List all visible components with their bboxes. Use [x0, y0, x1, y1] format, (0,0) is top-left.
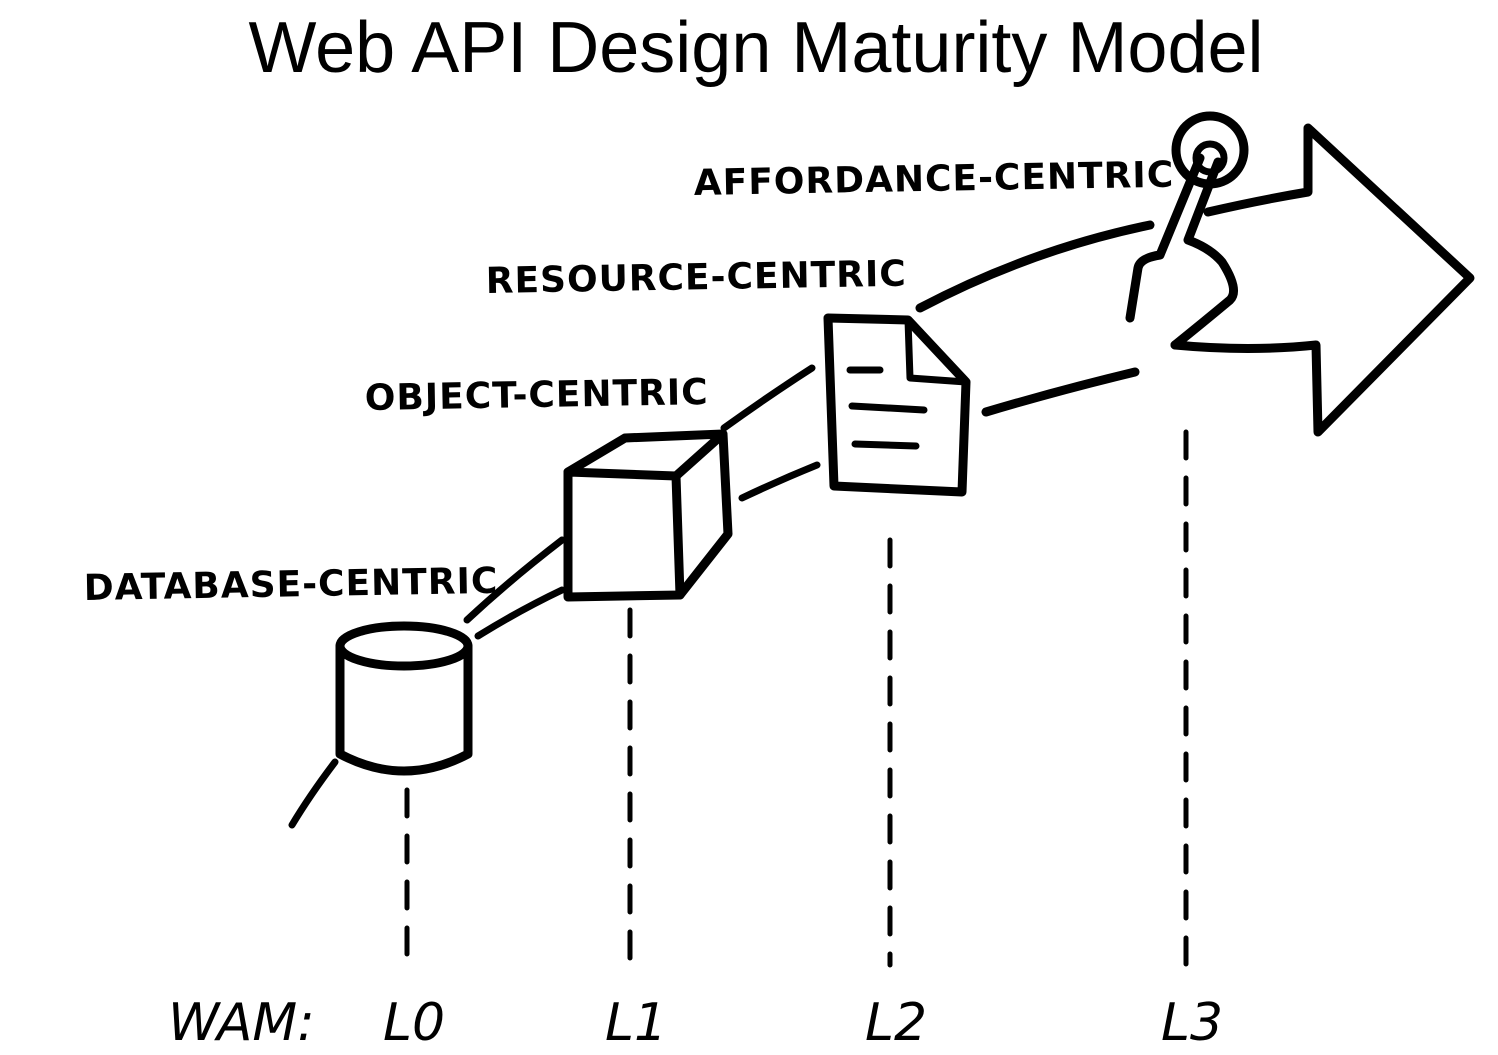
progress-path-tail [288, 758, 339, 829]
stage-label-affordance: AFFORDANCE-CENTRIC [693, 155, 1174, 204]
level-label-l0: L0 [383, 993, 445, 1053]
level-label-l1: L1 [605, 993, 667, 1053]
stage-label-resource: RESOURCE-CENTRIC [485, 254, 907, 302]
cube-icon [563, 429, 733, 602]
document-icon [823, 313, 971, 497]
database-icon [335, 621, 473, 776]
stage-label-database: DATABASE-CENTRIC [83, 561, 498, 609]
level-label-l3: L3 [1161, 993, 1223, 1053]
stage-label-object: OBJECT-CENTRIC [364, 372, 709, 419]
level-label-l2: L2 [865, 993, 927, 1053]
lever-icon [1125, 111, 1249, 350]
connector-object-to-resource [720, 364, 821, 502]
progress-arrow [915, 123, 1475, 437]
connector-database-to-object [463, 536, 566, 640]
scale-prefix: WAM: [168, 993, 315, 1053]
page-title: Web API Design Maturity Model [248, 8, 1263, 88]
